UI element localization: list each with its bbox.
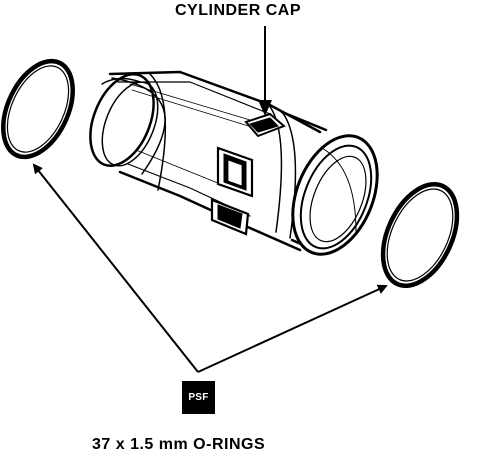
psf-badge-icon: PSF bbox=[182, 381, 215, 414]
right-o-ring bbox=[380, 181, 460, 289]
cylinder-cap-label: CYLINDER CAP bbox=[175, 2, 302, 19]
cylinder-cap-body bbox=[89, 70, 328, 254]
left-o-ring bbox=[1, 58, 75, 160]
o-ring-arrows bbox=[32, 163, 388, 373]
body-windows bbox=[210, 112, 286, 236]
front-rim bbox=[291, 134, 379, 256]
psf-badge-text: PSF bbox=[188, 392, 209, 403]
cylinder-cap-arrow bbox=[258, 26, 272, 116]
o-rings-label: 37 x 1.5 mm O-RINGS bbox=[92, 436, 266, 453]
